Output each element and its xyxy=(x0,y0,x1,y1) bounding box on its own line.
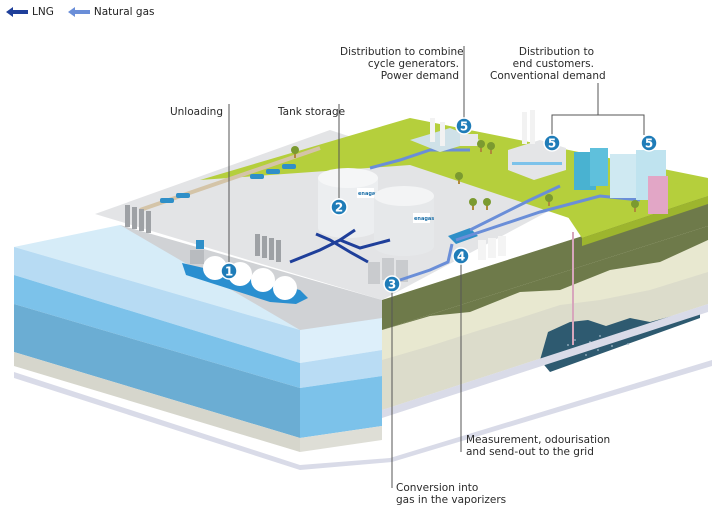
tank-logo-1: enagas xyxy=(358,191,378,197)
leader-lines xyxy=(228,46,645,488)
badge-3: 3 xyxy=(383,275,401,293)
city-buildings xyxy=(574,148,668,214)
svg-text:2: 2 xyxy=(335,201,343,215)
legend-label-natural-gas: Natural gas xyxy=(93,6,155,18)
label-power-demand-line-1: Distribution to combine xyxy=(340,46,464,58)
label-conversion-line-1: Conversion into xyxy=(396,482,479,494)
legend-item-lng: LNG xyxy=(6,6,54,18)
storage-tank-1: enagas xyxy=(318,168,378,238)
label-end-customers: Distribution to end customers. Conventio… xyxy=(490,46,606,82)
badge-1: 1 xyxy=(220,262,238,280)
storage-tank-2: enagas xyxy=(374,186,434,256)
svg-text:4: 4 xyxy=(457,250,465,264)
badge-4: 4 xyxy=(452,247,470,265)
legend: LNG Natural gas xyxy=(6,6,154,18)
measurement-station xyxy=(448,228,506,260)
jetties xyxy=(125,205,281,262)
label-tank-storage: Tank storage xyxy=(278,106,346,118)
lng-pipes xyxy=(289,228,391,264)
lng-arrow-icon xyxy=(6,7,28,17)
label-power-demand-line-2: cycle generators. xyxy=(367,58,459,70)
legend-label-lng: LNG xyxy=(32,6,54,18)
svg-text:3: 3 xyxy=(388,278,396,292)
label-power-demand: Distribution to combine cycle generators… xyxy=(340,46,464,82)
legend-item-natural-gas: Natural gas xyxy=(67,6,155,18)
label-measurement: Measurement, odourisation and send-out t… xyxy=(466,434,610,458)
svg-text:1: 1 xyxy=(225,265,233,279)
vaporizers xyxy=(368,258,408,284)
svg-text:5: 5 xyxy=(645,137,653,151)
badge-5-factory: 5 xyxy=(543,134,561,152)
label-unloading: Unloading xyxy=(169,106,223,118)
label-end-customers-line-2: end customers. xyxy=(512,58,594,70)
tank-logo-2: enagas xyxy=(414,216,434,222)
label-measurement-line-2: and send-out to the grid xyxy=(466,446,594,458)
label-conversion: Conversion into gas in the vaporizers xyxy=(396,482,506,506)
svg-text:5: 5 xyxy=(548,137,556,151)
badge-5-city: 5 xyxy=(640,134,658,152)
land-block xyxy=(382,196,708,418)
label-end-customers-line-1: Distribution to xyxy=(518,46,594,58)
label-power-demand-line-3: Power demand xyxy=(380,70,459,82)
label-measurement-line-1: Measurement, odourisation xyxy=(466,434,611,446)
trees xyxy=(291,140,639,212)
svg-text:5: 5 xyxy=(460,120,468,134)
label-end-customers-line-3: Conventional demand xyxy=(490,70,606,82)
badge-5-power-plant: 5 xyxy=(455,117,473,135)
rail-line xyxy=(139,146,321,212)
badge-2: 2 xyxy=(330,198,348,216)
label-conversion-line-2: gas in the vaporizers xyxy=(396,494,507,506)
natural-gas-arrow-icon xyxy=(67,7,90,17)
